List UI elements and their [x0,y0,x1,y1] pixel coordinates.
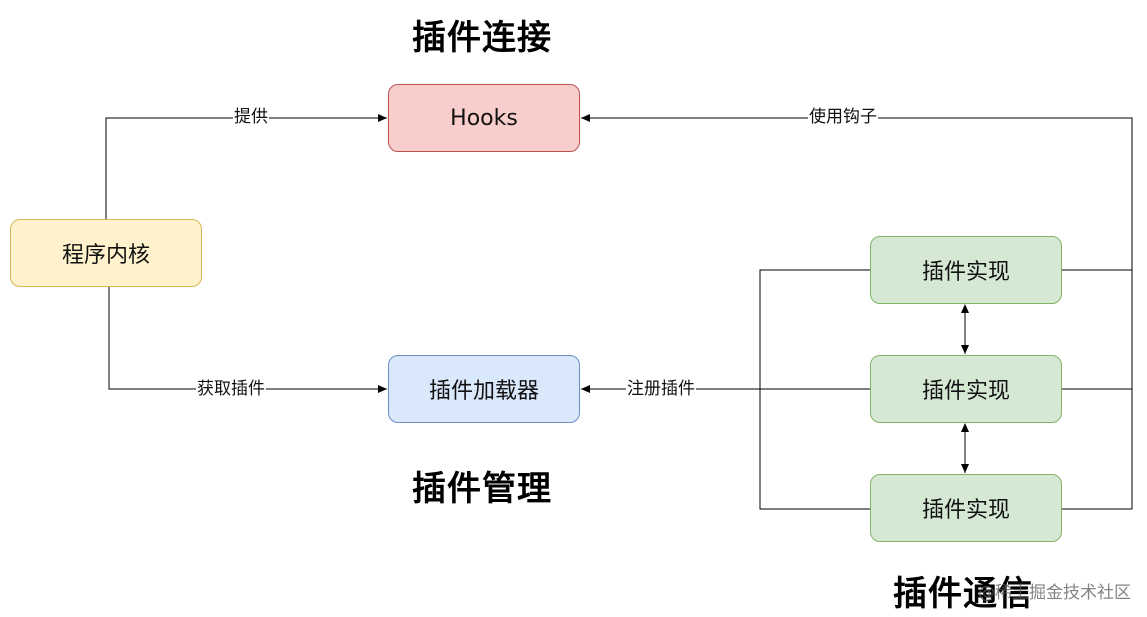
node-hooks: Hooks [388,84,580,152]
node-plugin-impl-3: 插件实现 [870,474,1062,542]
node-plugin-loader: 插件加载器 [388,355,580,423]
node-plugin-impl-1: 插件实现 [870,236,1062,304]
label-register-plugins: 注册插件 [626,379,696,399]
watermark: @稀土掘金技术社区 [978,583,1131,603]
edge-core-to-loader [108,287,387,393]
label-get-plugins: 获取插件 [196,379,266,399]
label-provide: 提供 [233,107,269,127]
title-plugin-management: 插件管理 [412,469,552,509]
node-plugin-impl-2: 插件实现 [870,355,1062,423]
edge-impls-to-hooks [581,118,1133,510]
edge-impls-to-loader [581,269,870,510]
edge-core-to-hooks [105,114,387,219]
node-program-kernel: 程序内核 [10,219,202,287]
title-plugin-communication: 插件通信 [893,574,1033,614]
title-plugin-connection: 插件连接 [412,18,552,58]
label-use-hooks: 使用钩子 [808,107,878,127]
